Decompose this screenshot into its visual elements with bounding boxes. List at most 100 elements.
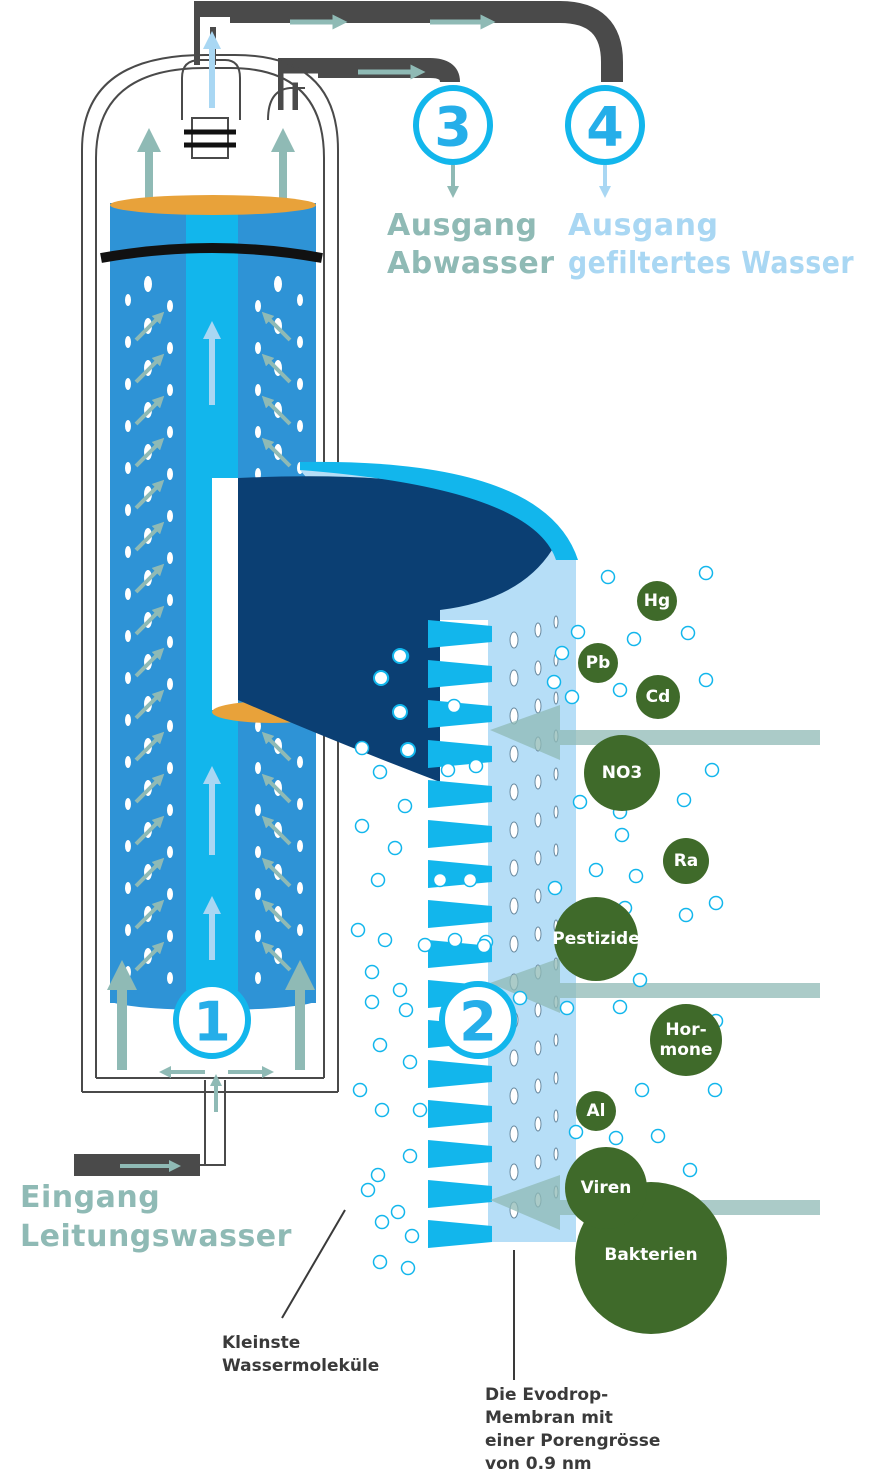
water-molecule: [356, 742, 369, 755]
pb-label: Pb: [586, 653, 611, 673]
membrane-pore: [510, 746, 518, 762]
pore: [297, 294, 303, 306]
membrane-label-line2: Membran mit: [485, 1408, 613, 1428]
badge-4: 4: [586, 96, 624, 159]
pore: [255, 930, 261, 942]
water-molecule: [449, 934, 462, 947]
water-molecule: [700, 567, 713, 580]
membrane-pore: [510, 1126, 518, 1142]
water-molecule: [514, 992, 527, 1005]
water-molecule: [372, 1169, 385, 1182]
membrane-label-line3: einer Porengrösse: [485, 1431, 660, 1451]
membrane-pore: [535, 1041, 541, 1055]
al-label: Al: [587, 1101, 606, 1121]
pore: [167, 384, 173, 396]
pore: [167, 972, 173, 984]
membrane-layer: [428, 1100, 492, 1128]
pore: [125, 630, 131, 642]
pore: [255, 846, 261, 858]
pore: [125, 714, 131, 726]
membrane-pore: [510, 860, 518, 876]
water-molecule: [374, 1256, 387, 1269]
pore: [167, 552, 173, 564]
cd-label: Cd: [646, 687, 671, 707]
pore: [167, 636, 173, 648]
membrane-pore: [510, 898, 518, 914]
pore: [167, 930, 173, 942]
membrane-pore: [510, 1164, 518, 1180]
water-molecule: [393, 649, 407, 663]
water-molecule: [374, 766, 387, 779]
membrane-pore: [554, 1148, 558, 1160]
pore: [297, 336, 303, 348]
pore: [125, 882, 131, 894]
water-molecule: [392, 1206, 405, 1219]
water-molecule: [710, 897, 723, 910]
membrane-pore: [554, 616, 558, 628]
output4-label-line2: gefiltertes Wasser: [568, 246, 854, 281]
pore: [125, 840, 131, 852]
pore: [167, 426, 173, 438]
pore: [125, 420, 131, 432]
membrane-pore: [510, 632, 518, 648]
water-molecule: [379, 934, 392, 947]
water-molecule: [464, 874, 477, 887]
pore: [167, 468, 173, 480]
water-molecule: [636, 1084, 649, 1097]
pore: [125, 756, 131, 768]
membrane-pore: [535, 813, 541, 827]
outlet-pipes: [205, 12, 612, 118]
water-molecule: [614, 1001, 627, 1014]
pore: [167, 510, 173, 522]
membrane-pore: [510, 784, 518, 800]
water-molecule: [389, 842, 402, 855]
input-label-line2: Leitungswasser: [20, 1219, 292, 1254]
water-molecule: [406, 1230, 419, 1243]
water-molecule: [394, 984, 407, 997]
water-molecule: [404, 1150, 417, 1163]
membrane-layer: [428, 900, 492, 928]
water-molecule: [628, 633, 641, 646]
pore: [297, 420, 303, 432]
pore: [255, 972, 261, 984]
pore: [125, 546, 131, 558]
pore: [167, 678, 173, 690]
pore: [255, 300, 261, 312]
membrane-layer: [428, 1060, 492, 1088]
pore: [144, 276, 152, 292]
water-molecule: [682, 627, 695, 640]
pore: [167, 342, 173, 354]
water-molecule: [376, 1104, 389, 1117]
membrane-pore: [554, 1034, 558, 1046]
water-molecule: [556, 647, 569, 660]
water-molecule: [352, 924, 365, 937]
membrane-layer: [428, 660, 492, 688]
pore: [255, 762, 261, 774]
pore: [125, 504, 131, 516]
pore: [255, 342, 261, 354]
membrane-label-line4: von 0.9 nm: [485, 1454, 592, 1474]
pore: [167, 762, 173, 774]
water-molecule: [401, 743, 415, 757]
membrane-pore: [554, 806, 558, 818]
ra-label: Ra: [674, 851, 699, 871]
water-molecule: [610, 1132, 623, 1145]
membrane-layer: [428, 820, 492, 848]
water-molecule: [630, 870, 643, 883]
pore: [255, 804, 261, 816]
membrane-pore: [535, 851, 541, 865]
membrane-pore: [535, 1155, 541, 1169]
water-molecule: [590, 864, 603, 877]
membrane-pore: [535, 623, 541, 637]
membrane-pore: [510, 1088, 518, 1104]
water-molecule: [478, 940, 491, 953]
pore: [255, 888, 261, 900]
hormone-label-1: Hor-: [665, 1020, 706, 1040]
membrane-layer: [428, 780, 492, 808]
water-molecule: [570, 1126, 583, 1139]
water-molecule: [434, 874, 447, 887]
pore: [167, 720, 173, 732]
membrane-pore: [554, 1072, 558, 1084]
water-molecule: [634, 974, 647, 987]
